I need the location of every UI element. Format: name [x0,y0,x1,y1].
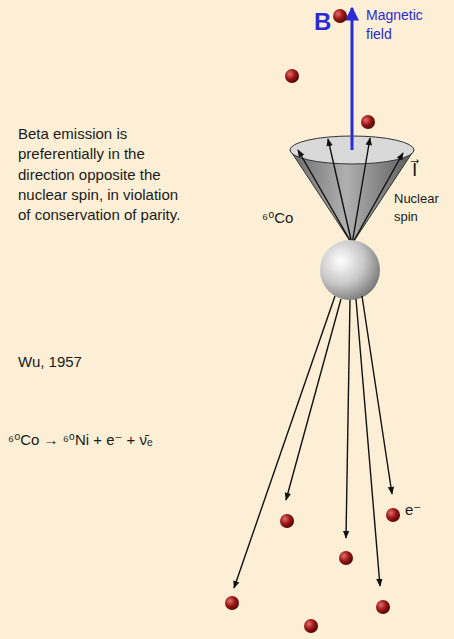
emission-arrow [362,296,392,494]
electron-dot [361,115,375,129]
field-symbol: B [314,6,344,38]
spin-symbol: I⃗ [412,158,442,182]
field-arrow [351,8,354,150]
spin-label: Nuclear spin [394,190,450,225]
electron-dot [339,551,353,565]
emission-arrow [346,300,350,538]
field-label: Magnetic field [366,6,444,44]
electron-dot [280,514,294,528]
decay-equation: ⁶⁰Co → ⁶⁰Ni + e⁻ + ν̄ₑ [8,430,208,450]
explanation-note: Beta emission is preferentially in the d… [18,124,186,225]
emission-arrow [234,296,335,588]
emission-arrow [286,299,341,500]
electron-dot [386,508,400,522]
electron-dot [225,596,239,610]
spin-vector [328,139,352,244]
electron-dot [304,619,318,633]
citation-note: Wu, 1957 [18,352,138,372]
emission-arrow [356,299,380,586]
electron-dot [333,9,347,23]
electron-dot [285,69,299,83]
isotope-label: ⁶⁰Co [262,208,312,228]
electron-label: e⁻ [405,500,445,520]
electron-dot [376,600,390,614]
spin-vector [298,150,352,244]
nucleus-sphere [320,240,380,300]
